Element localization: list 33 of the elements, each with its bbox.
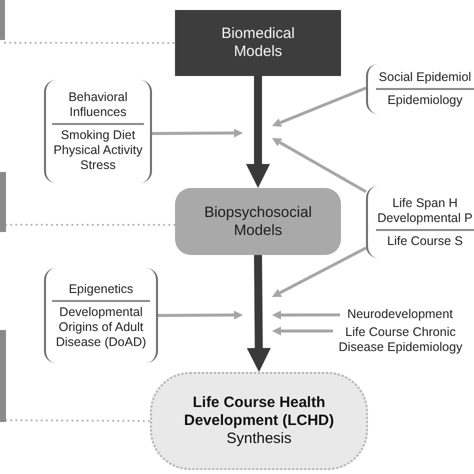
arrow bbox=[272, 86, 367, 127]
arrow bbox=[272, 326, 333, 336]
box-label: Synthesis bbox=[226, 430, 292, 448]
arrow bbox=[246, 254, 271, 372]
source-label: Life Course Chronic Disease Epidemiology bbox=[333, 322, 468, 358]
body-text: Epidemiology bbox=[376, 88, 474, 108]
arrow bbox=[158, 310, 243, 320]
source-label: Neurodevelopment bbox=[340, 305, 460, 323]
arrow bbox=[272, 138, 367, 194]
arrow bbox=[246, 76, 270, 188]
side-bar bbox=[0, 330, 6, 422]
box-label: Biomedical Models bbox=[220, 25, 296, 61]
body-text: Developmental Origins of Adult Disease (DoAD) bbox=[52, 300, 150, 350]
dotted-line bbox=[4, 42, 176, 44]
box-label: Life Course Health Development (LCHD) bbox=[182, 394, 335, 430]
arrow bbox=[152, 128, 243, 138]
arrow bbox=[272, 246, 367, 297]
side-bar bbox=[0, 172, 6, 232]
dotted-line bbox=[5, 419, 151, 422]
synthesis-box bbox=[150, 372, 368, 470]
arrow bbox=[272, 310, 340, 320]
model-box bbox=[175, 188, 341, 255]
heading-text: Developmental P bbox=[376, 210, 474, 226]
dotted-line bbox=[5, 224, 176, 226]
body-text: Life Course S bbox=[376, 228, 474, 248]
body-text: Smoking Diet Physical Activity Stress bbox=[52, 123, 144, 173]
box-label: Biopsychosocial Models bbox=[203, 204, 313, 240]
side-bar bbox=[0, 0, 5, 40]
heading-text: Epigenetics bbox=[68, 282, 134, 296]
model-box bbox=[175, 10, 341, 76]
heading-text: Social Epidemiol bbox=[378, 70, 472, 85]
heading-text: Behavioral Influences bbox=[67, 90, 129, 120]
heading-text: Life Span H bbox=[391, 196, 459, 210]
